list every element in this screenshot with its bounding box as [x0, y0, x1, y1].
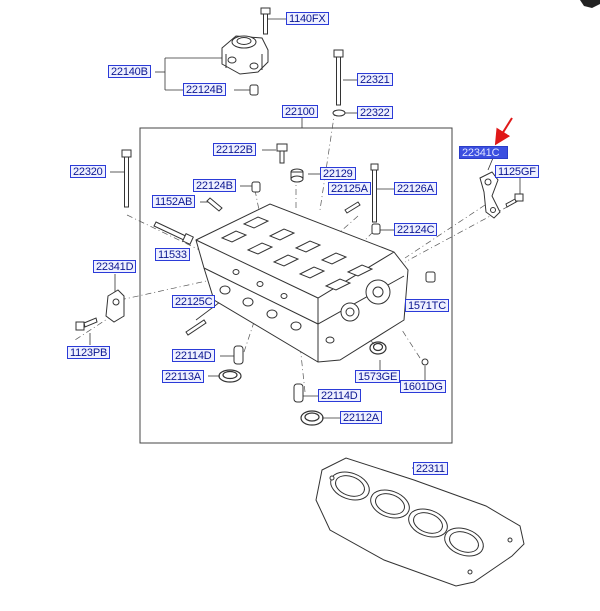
head-bolt-22321: [333, 49, 344, 106]
label-22126a[interactable]: 22126A: [394, 182, 437, 195]
seal-1573ge: [369, 341, 387, 355]
label-22124c[interactable]: 22124C: [394, 223, 438, 236]
label-1601dg[interactable]: 1601DG: [400, 380, 446, 393]
plug-22122b: [276, 143, 288, 164]
dowel-22124b-mid: [251, 181, 261, 193]
stud-1152ab: [206, 197, 223, 212]
hanger-bracket-22341d: [105, 289, 125, 323]
head-gasket-22311: [315, 457, 525, 587]
label-22114d-a[interactable]: 22114D: [172, 349, 215, 362]
stud-22125a: [344, 201, 361, 214]
bolt-1123pb: [75, 317, 98, 331]
label-22140b[interactable]: 22140B: [108, 65, 151, 78]
label-1571tc[interactable]: 1571TC: [405, 299, 449, 312]
label-1123pb[interactable]: 1123PB: [67, 346, 111, 359]
label-22125a[interactable]: 22125A: [328, 182, 371, 195]
engine-mount-bracket: [221, 35, 269, 75]
label-1140fx[interactable]: 1140FX: [286, 12, 329, 25]
label-11533[interactable]: 11533: [155, 248, 190, 261]
label-22341c[interactable]: 22341C: [459, 146, 508, 159]
ring-22112a: [300, 410, 324, 426]
stud-22125c: [185, 319, 207, 336]
corner-mark: [580, 0, 600, 8]
label-22129[interactable]: 22129: [320, 167, 356, 180]
bolt-1125gf: [505, 193, 524, 208]
label-1152ab[interactable]: 1152AB: [152, 195, 196, 208]
label-22124b-mid[interactable]: 22124B: [193, 179, 236, 192]
label-22100[interactable]: 22100: [282, 105, 318, 118]
head-bolt-22320: [121, 149, 132, 208]
label-22321[interactable]: 22321: [357, 73, 393, 86]
label-22125c[interactable]: 22125C: [172, 295, 216, 308]
label-22322[interactable]: 22322: [357, 106, 393, 119]
cap-22129: [290, 168, 304, 183]
label-22112a[interactable]: 22112A: [340, 411, 382, 424]
cylinder-head-22100: [195, 203, 409, 363]
label-22320[interactable]: 22320: [70, 165, 106, 178]
pin-1601dg: [421, 358, 429, 366]
alignment-lines: [74, 109, 521, 393]
hanger-bracket-22341c: [479, 171, 501, 219]
label-22122b[interactable]: 22122B: [213, 143, 256, 156]
seal-22114d-b: [293, 383, 304, 403]
pointer-arrow: [494, 117, 513, 146]
leader-lines: [89, 18, 521, 469]
washer-22322: [332, 109, 346, 117]
label-22311[interactable]: 22311: [413, 462, 448, 475]
bolt-1140fx: [260, 7, 271, 35]
label-1125gf[interactable]: 1125GF: [495, 165, 539, 178]
label-22124b-top[interactable]: 22124B: [183, 83, 226, 96]
label-22113a[interactable]: 22113A: [162, 370, 204, 383]
dowel-22124c: [371, 223, 381, 235]
assembly-frame: [139, 127, 453, 444]
ring-22113a: [218, 369, 242, 383]
label-1573ge[interactable]: 1573GE: [355, 370, 401, 383]
cap-1571tc: [425, 271, 436, 283]
dowel-22124b-top: [249, 84, 259, 96]
label-22341d[interactable]: 22341D: [93, 260, 137, 273]
bolt-22126a: [370, 163, 379, 223]
label-22114d-b[interactable]: 22114D: [318, 389, 361, 402]
bolt-11533: [153, 221, 194, 245]
seal-22114d-a: [233, 345, 244, 365]
